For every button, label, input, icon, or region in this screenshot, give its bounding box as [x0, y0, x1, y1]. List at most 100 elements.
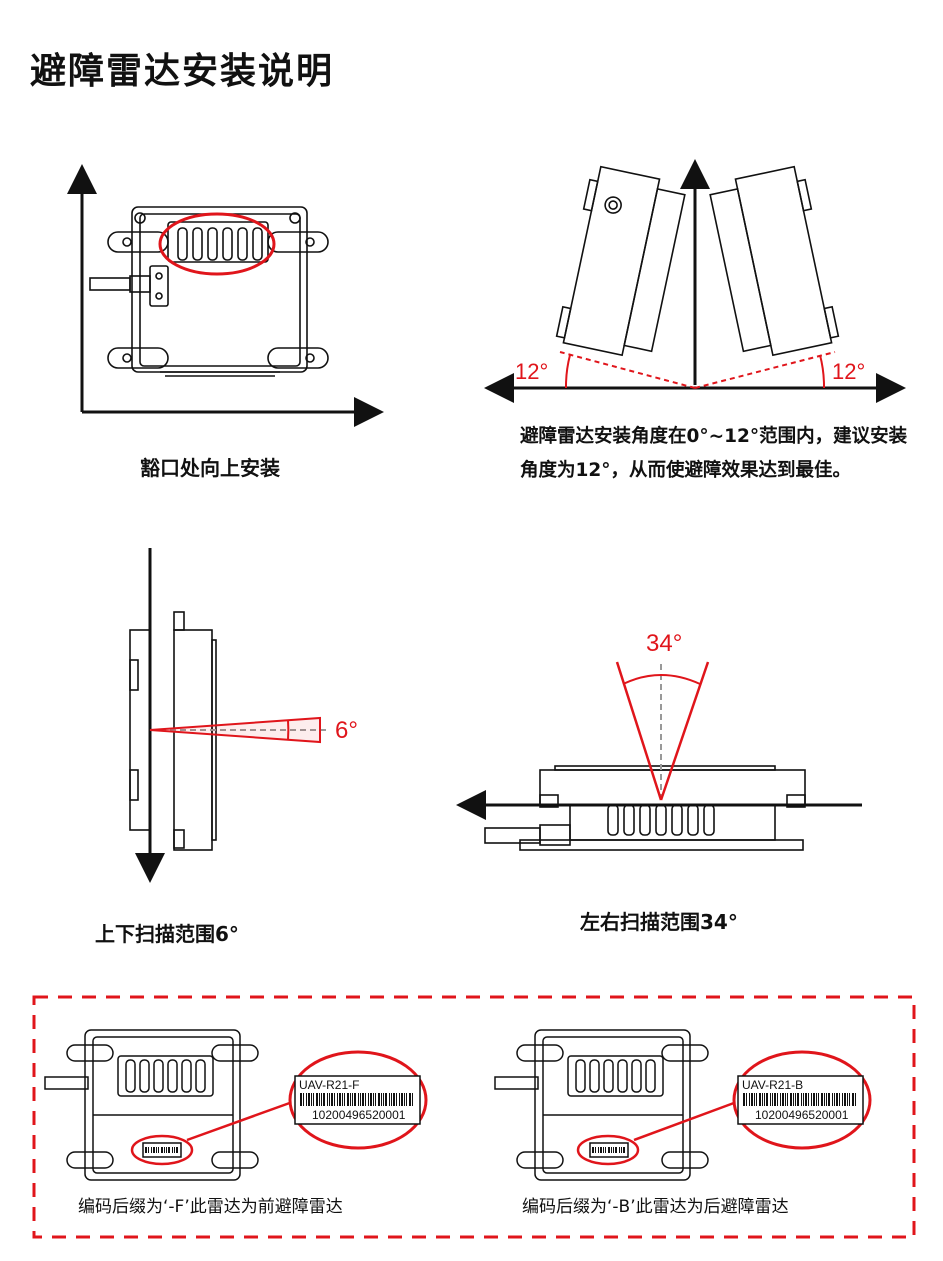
barcode-stripe — [321, 1093, 322, 1106]
vertical-angle-label: 6° — [335, 717, 358, 744]
barcode-stripe — [166, 1147, 167, 1153]
barcode-stripe — [600, 1147, 602, 1153]
barcode-stripe — [354, 1093, 356, 1106]
barcode-stripe — [847, 1093, 848, 1106]
barcode-stripe — [323, 1093, 325, 1106]
barcode-stripe — [592, 1147, 594, 1153]
barcode-stripe — [816, 1093, 817, 1106]
barcode-stripe — [383, 1093, 384, 1106]
barcode-stripe — [754, 1093, 755, 1106]
barcode-stripe — [339, 1093, 341, 1106]
barcode-stripe — [595, 1147, 596, 1153]
barcode-stripe — [350, 1093, 351, 1106]
barcode-stripe — [818, 1093, 819, 1106]
horizontal-scan-caption: 左右扫描范围34° — [580, 910, 738, 934]
barcode-stripe — [412, 1093, 413, 1106]
barcode-stripe — [319, 1093, 320, 1106]
barcode-stripe — [762, 1093, 763, 1106]
mount-diagram — [67, 164, 384, 427]
barcode-stripe — [787, 1093, 788, 1106]
horizontal-scan-diagram — [456, 660, 862, 851]
barcode-stripe — [613, 1147, 614, 1153]
barcode-stripe — [352, 1093, 353, 1106]
barcode-stripe — [826, 1093, 827, 1106]
back-serial-number: 10200496520001 — [755, 1108, 849, 1122]
code-section-frame — [32, 995, 916, 1239]
barcode-stripe — [839, 1093, 840, 1106]
back-code-caption: 编码后缀为‘-B’此雷达为后避障雷达 — [522, 1197, 789, 1217]
barcode-stripe — [790, 1093, 792, 1106]
barcode-stripe — [396, 1093, 397, 1106]
angle-left-label: 12° — [515, 359, 549, 384]
barcode-stripe — [852, 1093, 854, 1106]
barcode-stripe — [828, 1093, 830, 1106]
barcode-stripe — [855, 1093, 856, 1106]
horizontal-angle-label: 34° — [646, 630, 683, 657]
barcode-stripe — [389, 1093, 390, 1106]
barcode-stripe — [772, 1093, 773, 1106]
barcode-stripe — [300, 1093, 302, 1106]
barcode-stripe — [164, 1147, 165, 1153]
barcode-stripe — [811, 1093, 812, 1106]
barcode-stripe — [808, 1093, 809, 1106]
barcode-stripe — [370, 1093, 372, 1106]
barcode-stripe — [623, 1147, 625, 1153]
barcode-stripe — [368, 1093, 369, 1106]
barcode-stripe — [401, 1093, 403, 1106]
barcode-stripe — [334, 1093, 335, 1106]
barcode-stripe — [795, 1093, 796, 1106]
barcode-stripe — [764, 1093, 765, 1106]
barcode-stripe — [161, 1147, 163, 1153]
mount-caption: 豁口处向上安装 — [140, 456, 280, 480]
barcode-stripe — [746, 1093, 747, 1106]
barcode-stripe — [824, 1093, 825, 1106]
barcode-stripe — [373, 1093, 374, 1106]
barcode-stripe — [344, 1093, 345, 1106]
barcode-stripe — [805, 1093, 807, 1106]
barcode-stripe — [358, 1093, 359, 1106]
barcode-stripe — [375, 1093, 376, 1106]
barcode-stripe — [603, 1147, 604, 1153]
barcode-stripe — [327, 1093, 328, 1106]
barcode-stripe — [608, 1147, 610, 1153]
barcode-stripe — [391, 1093, 392, 1106]
barcode-stripe — [381, 1093, 382, 1106]
vertical-scan-caption: 上下扫描范围6° — [95, 922, 239, 946]
barcode-stripe — [803, 1093, 804, 1106]
barcode-stripe — [842, 1093, 843, 1106]
barcode-stripe — [598, 1147, 599, 1153]
barcode-stripe — [780, 1093, 781, 1106]
barcode-stripe — [801, 1093, 802, 1106]
barcode-stripe — [409, 1093, 411, 1106]
barcode-stripe — [176, 1147, 178, 1153]
barcode-stripe — [151, 1147, 152, 1153]
barcode-stripe — [751, 1093, 753, 1106]
barcode-stripe — [393, 1093, 395, 1106]
barcode-stripe — [306, 1093, 307, 1106]
barcode-stripe — [378, 1093, 380, 1106]
barcode-stripe — [337, 1093, 338, 1106]
barcode-stripe — [834, 1093, 835, 1106]
barcode-stripe — [385, 1093, 387, 1106]
barcode-stripe — [404, 1093, 405, 1106]
front-serial-number: 10200496520001 — [312, 1108, 406, 1122]
barcode-stripe — [777, 1093, 778, 1106]
barcode-stripe — [399, 1093, 400, 1106]
barcode-stripe — [406, 1093, 407, 1106]
barcode-stripe — [782, 1093, 784, 1106]
barcode-stripe — [615, 1147, 617, 1153]
back-model-code: UAV-R21-B — [742, 1078, 804, 1092]
barcode-stripe — [153, 1147, 155, 1153]
barcode-stripe — [759, 1093, 761, 1106]
barcode-stripe — [311, 1093, 312, 1106]
front-radar-drawing — [44, 1029, 259, 1181]
barcode-stripe — [156, 1147, 157, 1153]
barcode-stripe — [749, 1093, 750, 1106]
barcode-stripe — [145, 1147, 147, 1153]
back-radar-drawing — [494, 1029, 709, 1181]
barcode-stripe — [308, 1093, 310, 1106]
barcode-stripe — [365, 1093, 366, 1106]
barcode-stripe — [611, 1147, 612, 1153]
barcode-stripe — [329, 1093, 330, 1106]
barcode-stripe — [770, 1093, 771, 1106]
